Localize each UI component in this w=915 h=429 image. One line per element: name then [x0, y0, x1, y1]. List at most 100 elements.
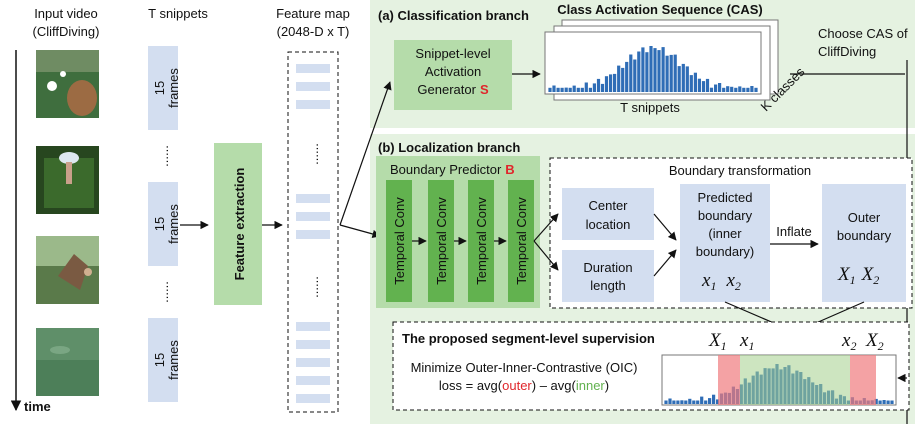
oic-bar	[874, 398, 878, 404]
oic-label-X2: X2	[865, 330, 884, 353]
center-line-2: location	[586, 217, 631, 232]
cas-bar	[714, 84, 718, 92]
cas-bar	[746, 87, 750, 92]
duration-line-1: Duration	[583, 260, 632, 275]
snippet-ellipsis-1: ......	[156, 145, 171, 167]
oic-bar	[696, 400, 700, 404]
localization-title: (b) Localization branch	[378, 140, 520, 155]
oic-label-X1: X1	[708, 330, 727, 353]
oic-bar	[680, 400, 684, 404]
cas-bar	[701, 81, 706, 92]
cas-bar	[600, 83, 605, 92]
center-location-box	[562, 188, 654, 240]
outer-line-1: Outer	[848, 210, 881, 225]
cas-bar	[621, 67, 625, 92]
cas-bar	[730, 86, 734, 92]
cas-bar	[726, 86, 730, 92]
oic-outer-left-region	[718, 355, 740, 405]
supervision-line-1: Minimize Outer-Inner-Contrastive (OIC)	[411, 360, 638, 375]
arrow-conv-to-center	[533, 213, 559, 242]
oic-bar	[672, 400, 676, 404]
oic-bar	[676, 400, 680, 404]
cas-bar	[722, 87, 726, 92]
oic-bar	[716, 399, 720, 404]
snippet-ellipsis-2: ......	[156, 281, 171, 303]
cas-bar	[588, 87, 592, 92]
cas-bar	[705, 78, 710, 92]
cas-bar	[697, 78, 701, 92]
oic-bar	[684, 400, 688, 404]
outer-boundary-box	[822, 184, 906, 302]
feature-extraction-box	[214, 143, 262, 305]
cas-bar	[649, 46, 653, 92]
snippet-box-1: 15 frames	[148, 46, 181, 130]
cas-bar	[689, 75, 693, 92]
cas-bar	[572, 85, 576, 92]
cas-bar	[742, 87, 746, 92]
oic-bar	[700, 396, 704, 404]
cas-bar	[596, 78, 601, 92]
oic-bar	[712, 394, 716, 404]
oic-label-x1: x1	[739, 330, 754, 353]
svg-text:frames: frames	[166, 68, 181, 108]
cas-bar	[693, 72, 697, 92]
cas-bar	[657, 50, 661, 92]
oic-bar	[886, 400, 890, 404]
predicted-boundary-box	[680, 184, 770, 302]
svg-text:15: 15	[152, 81, 167, 95]
svg-text:15: 15	[152, 353, 167, 367]
oic-boundary-labels: X1 x1 x2 X2	[708, 330, 884, 353]
cas-bar	[613, 73, 617, 92]
video-frame-2	[36, 146, 99, 214]
video-frame-1	[36, 50, 99, 118]
cas-bars	[548, 46, 758, 92]
feature-map-subheader: (2048-D x T)	[277, 24, 350, 39]
generator-line-1: Snippet-level	[415, 46, 490, 61]
cas-bar	[734, 87, 738, 92]
cas-bar	[661, 47, 665, 92]
cas-bar	[564, 87, 568, 92]
boundary-transformation-title: Boundary transformation	[669, 163, 811, 178]
cas-bar	[617, 65, 621, 92]
cas-bar	[641, 47, 645, 92]
predicted-line-2: boundary	[698, 208, 753, 223]
time-label: time	[24, 399, 51, 414]
choose-cas-line-2: CliffDiving	[818, 44, 876, 59]
cas-bar	[633, 59, 637, 92]
cas-bar	[665, 55, 669, 92]
temporal-conv-2: Temporal Conv	[428, 180, 454, 302]
cas-bar	[568, 87, 572, 92]
cas-bar	[754, 87, 758, 92]
supervision-title: The proposed segment-level supervision	[402, 331, 655, 346]
cas-bar	[625, 61, 629, 92]
cas-bar	[548, 87, 552, 92]
cas-x-label: T snippets	[620, 100, 680, 115]
svg-text:Temporal Conv: Temporal Conv	[434, 197, 449, 285]
cas-bar	[604, 76, 609, 92]
temporal-conv-3: Temporal Conv	[468, 180, 494, 302]
oic-bar	[882, 400, 886, 404]
duration-line-2: length	[590, 278, 625, 293]
snippet-box-2: 15 frames	[148, 182, 181, 266]
arrow-to-classification	[339, 81, 392, 226]
cas-title: Class Activation Sequence (CAS)	[557, 2, 762, 17]
cas-bar	[685, 66, 689, 92]
arrow-duration-to-predicted	[653, 249, 677, 277]
oic-label-x2: x2	[841, 330, 856, 353]
activation-generator-box	[394, 40, 512, 110]
cas-bar	[609, 74, 613, 92]
feature-map-header: Feature map	[276, 6, 350, 21]
generator-line-2: Activation	[425, 64, 481, 79]
cas-bar	[584, 82, 588, 92]
cas-bar	[709, 87, 714, 92]
inflate-label: Inflate	[776, 224, 811, 239]
predicted-line-4: boundary)	[696, 244, 755, 259]
feature-map-box	[287, 51, 339, 413]
center-line-1: Center	[588, 198, 628, 213]
video-frame-3	[36, 236, 99, 304]
cas-bar	[750, 86, 754, 92]
